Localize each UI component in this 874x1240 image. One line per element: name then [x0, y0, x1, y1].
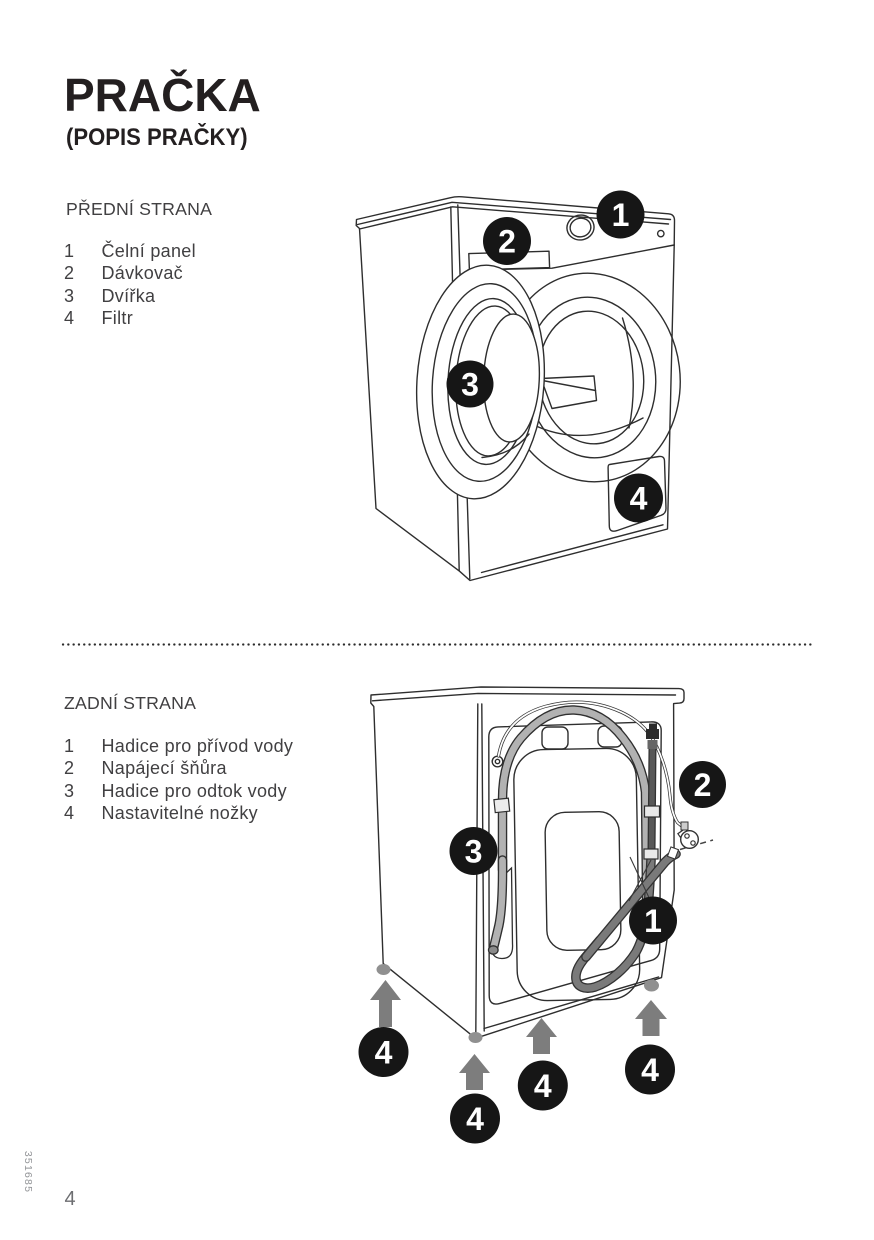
svg-text:2: 2 [694, 767, 712, 803]
svg-text:4: 4 [630, 481, 648, 517]
svg-text:3: 3 [461, 367, 479, 403]
svg-text:4: 4 [534, 1068, 552, 1104]
svg-text:4: 4 [641, 1052, 659, 1088]
svg-text:1: 1 [612, 197, 630, 233]
svg-text:4: 4 [466, 1101, 484, 1137]
svg-text:2: 2 [498, 224, 516, 260]
svg-text:4: 4 [375, 1035, 393, 1071]
svg-text:1: 1 [644, 903, 662, 939]
svg-text:3: 3 [465, 834, 483, 870]
